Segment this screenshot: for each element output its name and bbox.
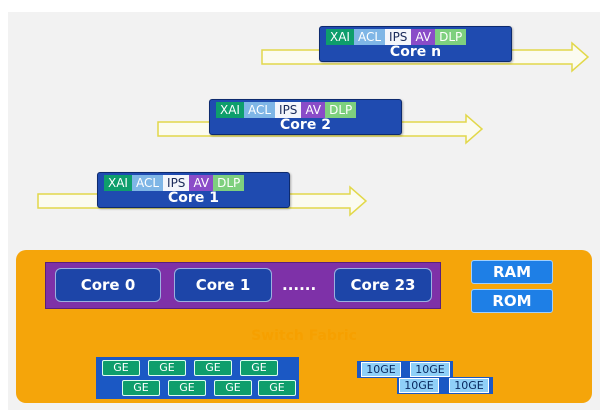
module-strip: XAI ACL IPS AV DLP [216, 102, 357, 118]
module-av: AV [301, 102, 326, 118]
core-card-2: XAI ACL IPS AV DLP Core 2 [209, 99, 402, 135]
module-acl: ACL [243, 102, 276, 118]
module-strip: XAI ACL IPS AV DLP [104, 175, 245, 191]
ge-port: GE [194, 360, 232, 376]
ge-port: GE [258, 380, 296, 396]
module-xai: XAI [326, 29, 354, 45]
core-label: Core 1 [168, 190, 219, 206]
module-ips: IPS [385, 29, 412, 45]
switch-fabric-label: Switch Fabric [251, 328, 357, 344]
core-card-1: XAI ACL IPS AV DLP Core 1 [97, 172, 290, 208]
ge-port: GE [168, 380, 206, 396]
module-xai: XAI [104, 175, 132, 191]
core-ellipsis: ...... [282, 276, 317, 294]
tenge-port: 10GE [449, 378, 489, 393]
tenge-port: 10GE [410, 362, 450, 377]
module-strip: XAI ACL IPS AV DLP [326, 29, 467, 45]
tenge-port: 10GE [399, 378, 439, 393]
module-av: AV [189, 175, 214, 191]
ge-port: GE [122, 380, 160, 396]
module-xai: XAI [216, 102, 244, 118]
module-dlp: DLP [325, 102, 357, 118]
ge-port: GE [102, 360, 140, 376]
module-dlp: DLP [435, 29, 467, 45]
ge-port: GE [240, 360, 278, 376]
module-acl: ACL [131, 175, 164, 191]
core-label: Core 2 [280, 117, 331, 133]
module-ips: IPS [163, 175, 190, 191]
module-av: AV [411, 29, 436, 45]
processor-core-23: Core 23 [334, 268, 432, 302]
processor-core-0: Core 0 [55, 268, 161, 302]
ge-port: GE [214, 380, 252, 396]
module-dlp: DLP [213, 175, 245, 191]
ram-block: RAM [471, 260, 553, 284]
rom-block: ROM [471, 289, 553, 313]
core-card-n: XAI ACL IPS AV DLP Core n [319, 26, 512, 62]
tenge-port: 10GE [361, 362, 401, 377]
module-ips: IPS [275, 102, 302, 118]
core-label: Core n [389, 44, 442, 60]
module-acl: ACL [353, 29, 386, 45]
ge-port: GE [148, 360, 186, 376]
processor-core-1: Core 1 [174, 268, 272, 302]
